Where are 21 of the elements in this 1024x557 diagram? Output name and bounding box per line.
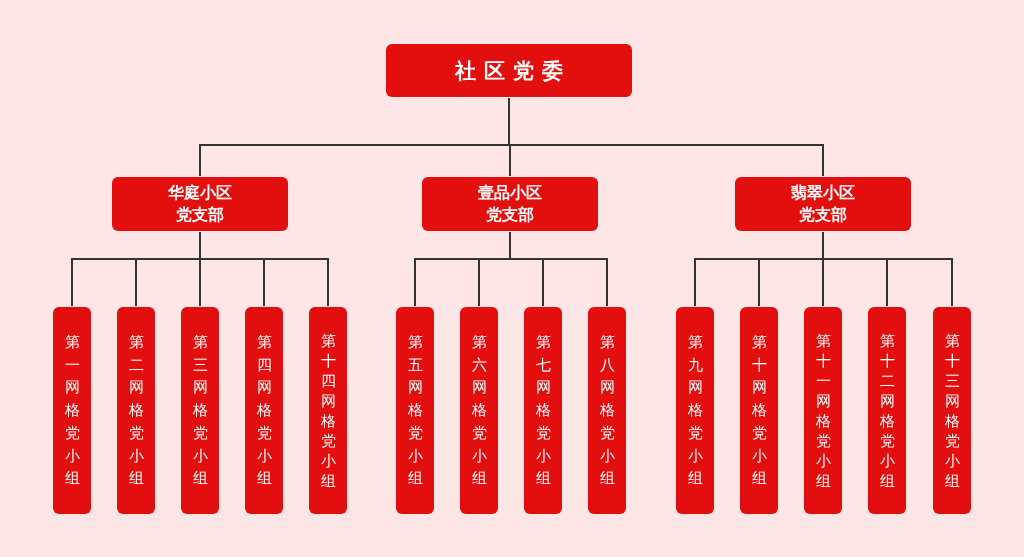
group-box: 第九网格党小组 [676,307,714,514]
branch-box: 壹品小区党支部 [422,177,598,231]
group-box: 第四网格党小组 [245,307,283,514]
org-box: 社区党委 [386,44,632,97]
connector-line [509,231,608,307]
group-box: 第二网格党小组 [117,307,155,514]
group-box: 第七网格党小组 [524,307,562,514]
connector-line [199,231,329,307]
group-box: 第十三网格党小组 [933,307,971,514]
group-box: 第十二网格党小组 [868,307,906,514]
group-box: 第五网格党小组 [396,307,434,514]
group-box: 第十网格党小组 [740,307,778,514]
group-box: 第十一网格党小组 [804,307,842,514]
branch-box: 翡翠小区党支部 [735,177,911,231]
group-box: 第六网格党小组 [460,307,498,514]
connector-line [822,231,953,307]
group-box: 第八网格党小组 [588,307,626,514]
group-box: 第十四网格党小组 [309,307,347,514]
group-box: 第三网格党小组 [181,307,219,514]
group-box: 第一网格党小组 [53,307,91,514]
branch-box: 华庭小区党支部 [112,177,288,231]
